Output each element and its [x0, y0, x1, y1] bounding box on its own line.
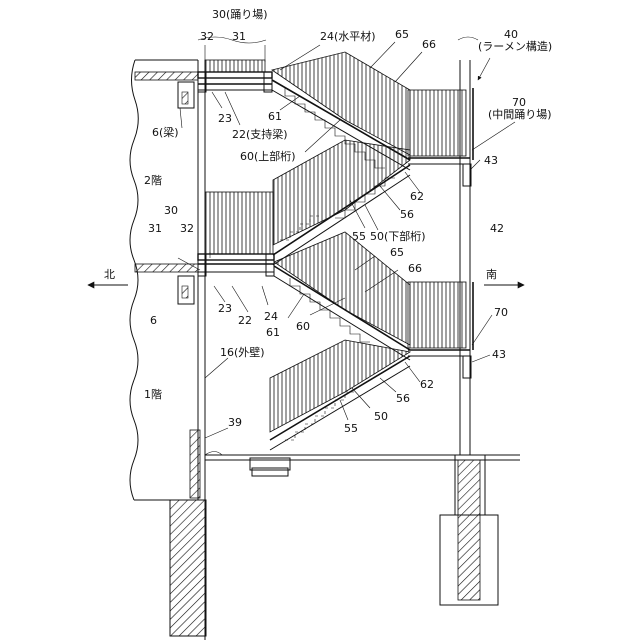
label-23-top: 23: [218, 112, 232, 125]
label-70-mid: 70: [494, 306, 508, 319]
label-65-top: 65: [395, 28, 409, 41]
label-32-mid: 32: [180, 222, 194, 235]
label-31-mid: 31: [148, 222, 162, 235]
label-60-mid: 60: [296, 320, 310, 333]
label-1st-floor: 1階: [144, 387, 162, 401]
label-24-horizontal: 24(水平材): [320, 29, 376, 43]
label-61-mid: 61: [266, 326, 280, 339]
label-32-top: 32: [200, 30, 214, 43]
label-55-top: 55: [352, 230, 366, 243]
label-65-mid: 65: [390, 246, 404, 259]
label-31-top: 31: [232, 30, 246, 43]
label-43-top: 43: [484, 154, 498, 167]
label-56-mid: 56: [396, 392, 410, 405]
label-60-upper: 60(上部桁): [240, 149, 296, 163]
landing-mid: [198, 192, 274, 276]
label-66-mid: 66: [408, 262, 422, 275]
label-62-mid: 62: [420, 378, 434, 391]
label-30-landing: 30(踊り場): [212, 8, 268, 21]
label-61-top: 61: [268, 110, 282, 123]
label-55-mid: 55: [344, 422, 358, 435]
label-2nd-floor: 2階: [144, 173, 162, 187]
label-39: 39: [228, 416, 242, 429]
label-30-mid: 30: [164, 204, 178, 217]
label-22-mid: 22: [238, 314, 252, 327]
landing-top: [198, 37, 272, 92]
label-16-outer-wall: 16(外壁): [220, 345, 265, 359]
label-23-mid: 23: [218, 302, 232, 315]
intermediate-landing-lower: [408, 282, 470, 356]
existing-building: [130, 60, 206, 636]
label-42: 42: [490, 222, 504, 235]
label-22-support: 22(支持梁): [232, 127, 288, 141]
label-62-top: 62: [410, 190, 424, 203]
label-24-mid: 24: [264, 310, 278, 323]
label-56-top: 56: [400, 208, 414, 221]
label-66-top: 66: [422, 38, 436, 51]
label-6-mid: 6: [150, 314, 157, 327]
label-70-intermediate: (中間踊り場): [488, 108, 552, 121]
label-south: 南: [486, 268, 497, 281]
intermediate-landing-upper: [408, 90, 470, 164]
label-6-beam: 6(梁): [152, 125, 179, 139]
bottom-flight: [270, 340, 410, 450]
label-north: 北: [104, 268, 115, 281]
label-50-lower: 50(下部桁): [370, 229, 426, 243]
ground-and-foundation: [205, 452, 520, 606]
label-40-rahmen: (ラーメン構造): [478, 39, 552, 53]
label-43-mid: 43: [492, 348, 506, 361]
label-50-mid: 50: [374, 410, 388, 423]
